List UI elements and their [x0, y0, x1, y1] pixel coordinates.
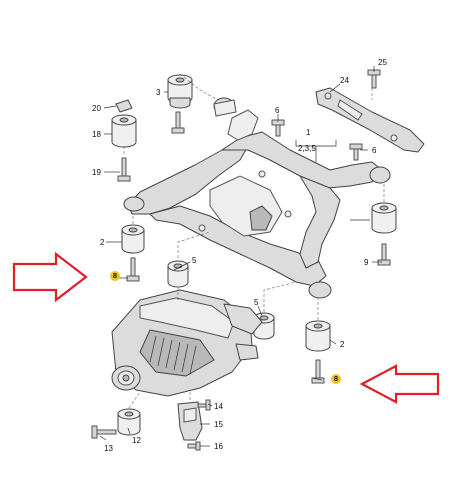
bushing-right [371, 202, 397, 234]
callout-25: 25 [378, 58, 387, 67]
bracket-15 [177, 401, 203, 441]
callout-8-left: 8 [110, 271, 120, 281]
callout-18: 18 [92, 130, 101, 139]
callout-24: 24 [340, 76, 349, 85]
bolt-under-3 [171, 111, 185, 134]
bushing-2-right [305, 320, 331, 352]
callout-5-center: 5 [192, 256, 197, 265]
callout-19: 19 [92, 168, 101, 177]
clip-20 [115, 99, 133, 113]
bolt-8-left [126, 257, 140, 282]
bushing-3 [167, 74, 193, 109]
bolt-19 [117, 157, 131, 182]
bolt-9 [377, 243, 391, 266]
differential [111, 289, 263, 397]
bushing-18 [111, 114, 137, 148]
bolt-8-right [311, 359, 325, 384]
subframe [123, 97, 391, 299]
leader-lines [99, 66, 382, 447]
callout-3: 3 [156, 88, 161, 97]
callout-1: 1 [306, 128, 311, 137]
callout-15: 15 [214, 420, 223, 429]
bolt-25 [367, 69, 381, 89]
callout-20: 20 [92, 104, 101, 113]
callout-13: 13 [104, 444, 113, 453]
arrow-right [359, 364, 440, 404]
callout-6-upper: 6 [275, 106, 280, 115]
bushing-5-center [167, 260, 189, 288]
callout-8-right: 8 [331, 374, 341, 384]
callout-12: 12 [132, 436, 141, 445]
bolt-14 [197, 399, 211, 411]
bolt-6-upper [271, 119, 285, 137]
bolt-13 [91, 425, 117, 439]
bolt-6-right [349, 143, 363, 161]
arrow-left [12, 251, 88, 303]
alignment-lines [123, 73, 385, 409]
callout-5-lower: 5 [254, 298, 259, 307]
callout-1-sub: 2,3,5 [298, 144, 316, 153]
callout-6-right: 6 [372, 146, 377, 155]
nut-16 [187, 441, 201, 451]
callout-2-left: 2 [100, 238, 105, 247]
bracket-24 [315, 87, 425, 153]
bushing-2-left [121, 224, 145, 254]
callout-2-right: 2 [340, 340, 345, 349]
callout-9: 9 [364, 258, 369, 267]
callout-14: 14 [214, 402, 223, 411]
callout-16: 16 [214, 442, 223, 451]
bushing-12 [117, 408, 141, 436]
